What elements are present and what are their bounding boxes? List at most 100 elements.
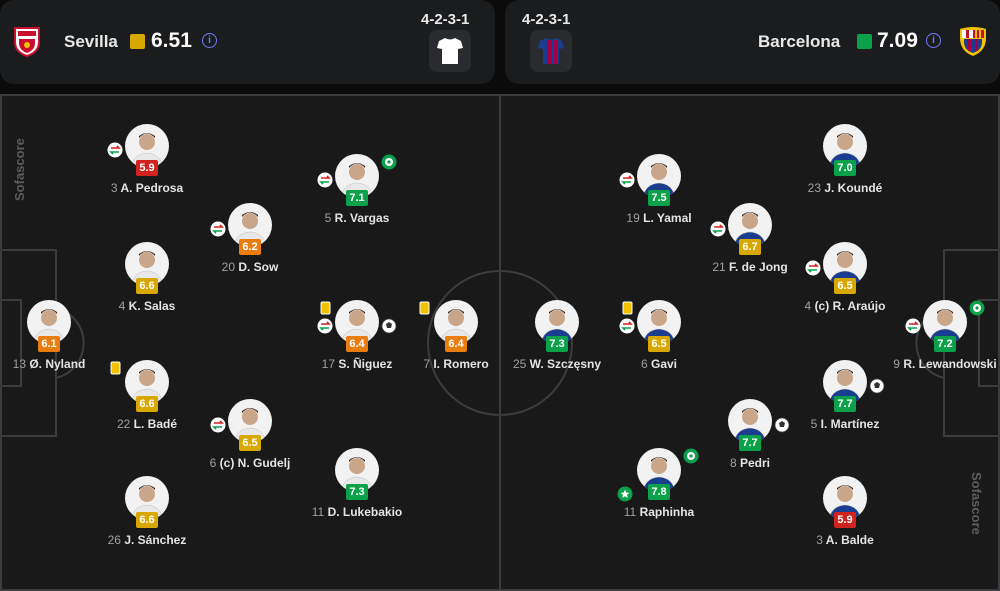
player-label: 6 (c) N. Gudelj bbox=[180, 456, 320, 471]
player-rating: 6.4 bbox=[445, 336, 467, 352]
away-team-header: 4-2-3-1 Barcelona 7.09 i bbox=[505, 0, 1000, 84]
player-number: 17 bbox=[321, 357, 335, 371]
home-team-header: Sevilla 6.51 i 4-2-3-1 bbox=[0, 0, 495, 84]
player-number: 20 bbox=[221, 260, 235, 274]
away-player-l-yamal[interactable]: 7.5 19 L. Yamal bbox=[589, 154, 729, 254]
player-name: I. Romero bbox=[433, 357, 489, 371]
away-team-name[interactable]: Barcelona bbox=[758, 32, 841, 51]
barcelona-crest-icon[interactable] bbox=[956, 24, 990, 58]
player-name: J. Koundé bbox=[824, 181, 883, 195]
substitution-icon bbox=[317, 172, 333, 188]
away-rating-square bbox=[857, 34, 872, 49]
substitution-icon bbox=[317, 318, 333, 334]
away-formation: 4-2-3-1 bbox=[522, 11, 571, 28]
player-rating: 7.3 bbox=[346, 484, 368, 500]
player-number: 8 bbox=[729, 456, 737, 470]
home-player-k-salas[interactable]: 6.6 4 K. Salas bbox=[77, 242, 217, 342]
player-name: A. Pedrosa bbox=[120, 181, 184, 195]
player-number: 6 bbox=[640, 357, 648, 371]
player-name: R. Lewandowski bbox=[903, 357, 997, 371]
player-rating: 7.1 bbox=[346, 190, 368, 206]
home-team-name[interactable]: Sevilla bbox=[64, 32, 118, 51]
player-rating: 7.5 bbox=[648, 190, 670, 206]
home-rating-info-icon[interactable]: i bbox=[202, 33, 217, 48]
away-player-r-lewandowski[interactable]: 7.2 9 R. Lewandowski bbox=[875, 300, 1000, 400]
player-label: 4 K. Salas bbox=[77, 299, 217, 314]
substitution-icon bbox=[210, 417, 226, 433]
player-rating: 5.9 bbox=[136, 160, 158, 176]
away-rating-info-icon[interactable]: i bbox=[926, 33, 941, 48]
substitution-icon bbox=[619, 172, 635, 188]
player-name: Raphinha bbox=[639, 505, 695, 519]
player-rating: 7.7 bbox=[834, 396, 856, 412]
blue-red-shirt-icon bbox=[538, 38, 564, 64]
sevilla-crest-icon[interactable] bbox=[10, 24, 44, 58]
player-name: R. Vargas bbox=[334, 211, 390, 225]
goal-icon bbox=[969, 300, 985, 316]
home-player-c-n-gudelj[interactable]: 6.5 6 (c) N. Gudelj bbox=[180, 399, 320, 499]
player-number: 9 bbox=[893, 357, 900, 371]
ball-icon bbox=[869, 378, 885, 394]
yellow-card-icon bbox=[619, 300, 635, 316]
player-rating: 7.7 bbox=[739, 435, 761, 451]
player-avatar[interactable] bbox=[923, 300, 967, 344]
player-number: 19 bbox=[626, 211, 640, 225]
player-rating: 6.5 bbox=[239, 435, 261, 451]
player-rating: 5.9 bbox=[834, 512, 856, 528]
ball-icon bbox=[381, 318, 397, 334]
player-label: 19 L. Yamal bbox=[589, 211, 729, 226]
away-player-i-mart-nez[interactable]: 7.7 5 I. Martínez bbox=[775, 360, 915, 460]
player-number: 22 bbox=[116, 417, 131, 431]
goal-icon bbox=[381, 154, 397, 170]
player-rating: 6.6 bbox=[136, 278, 158, 294]
goal-icon bbox=[683, 448, 699, 464]
player-label: 3 A. Pedrosa bbox=[77, 181, 217, 196]
home-kit bbox=[429, 30, 471, 72]
substitution-icon bbox=[619, 318, 635, 334]
player-label: 6 Gavi bbox=[589, 357, 729, 372]
substitution-icon bbox=[210, 221, 226, 237]
player-number: 6 bbox=[209, 456, 217, 470]
yellow-card-icon bbox=[416, 300, 432, 316]
player-rating: 7.0 bbox=[834, 160, 856, 176]
player-rating: 7.2 bbox=[934, 336, 956, 352]
player-label: 13 Ø. Nyland bbox=[0, 357, 119, 372]
player-label: 11 Raphinha bbox=[589, 505, 729, 520]
player-name: D. Lukebakio bbox=[327, 505, 403, 519]
player-name: Ø. Nyland bbox=[29, 357, 86, 371]
player-name: J. Sánchez bbox=[124, 533, 187, 547]
player-number: 25 bbox=[512, 357, 527, 371]
player-name: L. Badé bbox=[133, 417, 178, 431]
substitution-icon bbox=[905, 318, 921, 334]
player-label: 20 D. Sow bbox=[180, 260, 320, 275]
sofascore-watermark-right: Sofascore bbox=[969, 472, 984, 535]
player-label: 25 W. Szczęsny bbox=[487, 357, 627, 372]
home-player-a-pedrosa[interactable]: 5.9 3 A. Pedrosa bbox=[77, 124, 217, 224]
away-player-j-kound[interactable]: 7.0 23 J. Koundé bbox=[775, 124, 915, 224]
player-number: 5 bbox=[810, 417, 818, 431]
player-name: (c) N. Gudelj bbox=[219, 456, 291, 470]
player-name: I. Martínez bbox=[820, 417, 880, 431]
home-player-i-romero[interactable]: 6.4 7 I. Romero bbox=[386, 300, 526, 400]
player-label: 7 I. Romero bbox=[386, 357, 526, 372]
player-name: S. Ñiguez bbox=[338, 357, 393, 371]
player-number: 13 bbox=[12, 357, 26, 371]
player-number: 23 bbox=[807, 181, 821, 195]
player-name: (c) R. Araújo bbox=[814, 299, 886, 313]
player-name: A. Balde bbox=[825, 533, 874, 547]
white-shirt-icon bbox=[437, 38, 463, 64]
